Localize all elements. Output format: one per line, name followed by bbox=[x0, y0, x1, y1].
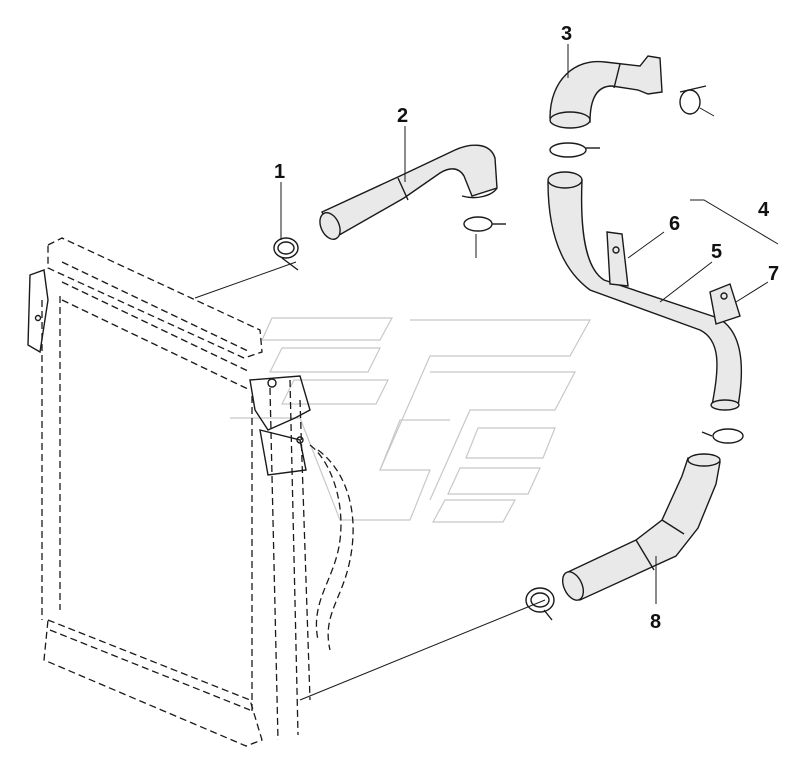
elbow-hose bbox=[549, 55, 663, 129]
intake-hose bbox=[319, 144, 498, 240]
callout-5: 5 bbox=[711, 241, 722, 263]
hose-clamp-2 bbox=[463, 216, 506, 258]
outlet-hose bbox=[561, 453, 721, 601]
callout-8: 8 bbox=[650, 611, 661, 633]
callout-3: 3 bbox=[561, 23, 572, 45]
hose-clamp-5 bbox=[701, 428, 744, 444]
callout-4-bracket bbox=[690, 199, 779, 245]
watermark-logo bbox=[230, 317, 592, 523]
hose-clamp-1 bbox=[273, 237, 299, 271]
leader-7 bbox=[735, 281, 769, 303]
callout-1: 1 bbox=[274, 161, 285, 183]
callout-6: 6 bbox=[669, 213, 680, 235]
hose-clamp-4 bbox=[549, 142, 600, 158]
callout-2: 2 bbox=[397, 105, 408, 127]
charge-air-pipe bbox=[547, 171, 743, 411]
callout-7: 7 bbox=[768, 263, 779, 285]
assembly-line-lower bbox=[299, 599, 546, 701]
hose-clamp-3 bbox=[679, 85, 715, 117]
hose-clamp-6 bbox=[525, 587, 555, 621]
callout-4: 4 bbox=[758, 199, 770, 221]
assembly-line-upper bbox=[194, 261, 297, 299]
mounting-bracket-6 bbox=[606, 231, 629, 287]
radiator-assembly bbox=[27, 237, 354, 747]
leader-6 bbox=[627, 231, 665, 259]
leader-5 bbox=[659, 261, 713, 303]
mounting-bracket-7 bbox=[709, 283, 741, 325]
